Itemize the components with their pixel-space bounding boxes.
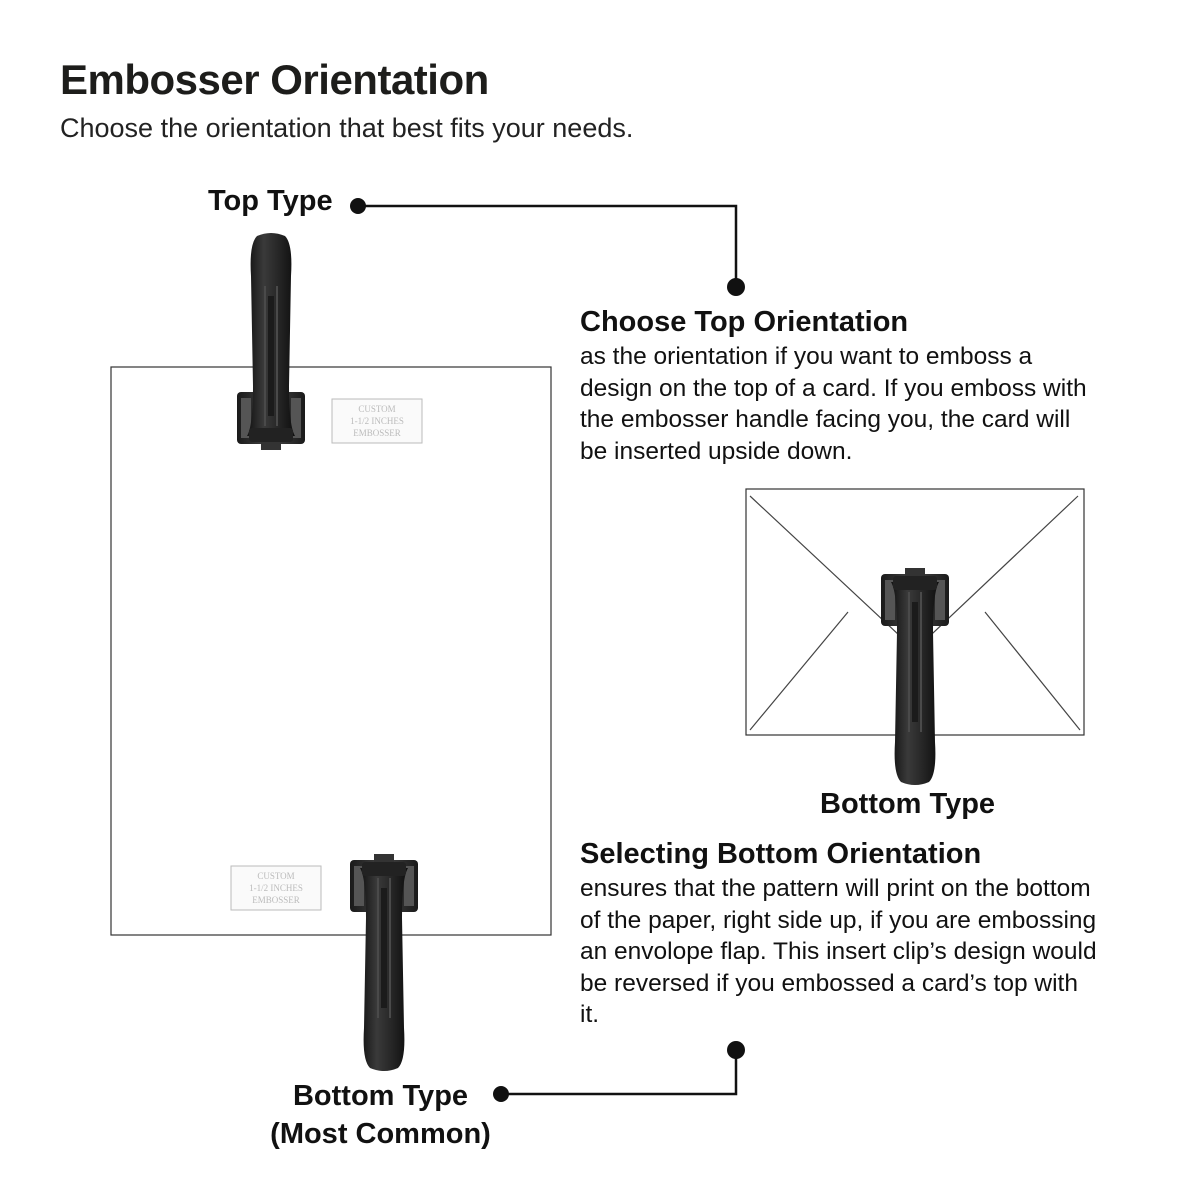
label-bottom-type-line2: (Most Common)	[270, 1118, 491, 1150]
card-outline	[110, 366, 552, 936]
bottom-orientation-heading: Selecting Bottom Orientation	[580, 838, 982, 870]
connector-top	[350, 198, 745, 296]
label-bottom-type-line1: Bottom Type	[292, 1080, 469, 1112]
seal-line-1: CUSTOM	[257, 871, 294, 881]
label-bottom-type-common: Bottom Type (Most Common)	[258, 1077, 503, 1153]
seal-line-1: CUSTOM	[358, 404, 395, 414]
seal-line-2: 1-1/2 INCHES	[350, 416, 404, 426]
seal-line-3: EMBOSSER	[252, 895, 300, 905]
seal-imprint-top: CUSTOM 1-1/2 INCHES EMBOSSER	[331, 398, 423, 444]
top-orientation-body: as the orientation if you want to emboss…	[580, 343, 1087, 465]
embosser-bottom-type-icon	[349, 853, 419, 1072]
page-subtitle: Choose the orientation that best fits yo…	[60, 113, 634, 143]
top-orientation-heading: Choose Top Orientation	[580, 306, 909, 338]
label-envelope-bottom-type: Bottom Type	[820, 788, 996, 820]
page-title: Embosser Orientation	[60, 56, 489, 103]
connector-dot	[493, 1086, 509, 1102]
seal-line-2: 1-1/2 INCHES	[249, 883, 303, 893]
seal-line-3: EMBOSSER	[353, 428, 401, 438]
bottom-orientation-body: ensures that the pattern will print on t…	[580, 875, 1097, 1028]
connector-dot	[727, 278, 745, 296]
seal-imprint-bottom: CUSTOM 1-1/2 INCHES EMBOSSER	[230, 865, 322, 911]
connector-dot	[727, 1041, 745, 1059]
connector-bottom	[493, 1041, 745, 1102]
connector-dot	[350, 198, 366, 214]
label-top-type: Top Type	[208, 185, 333, 217]
embosser-top-type-icon	[236, 232, 306, 451]
